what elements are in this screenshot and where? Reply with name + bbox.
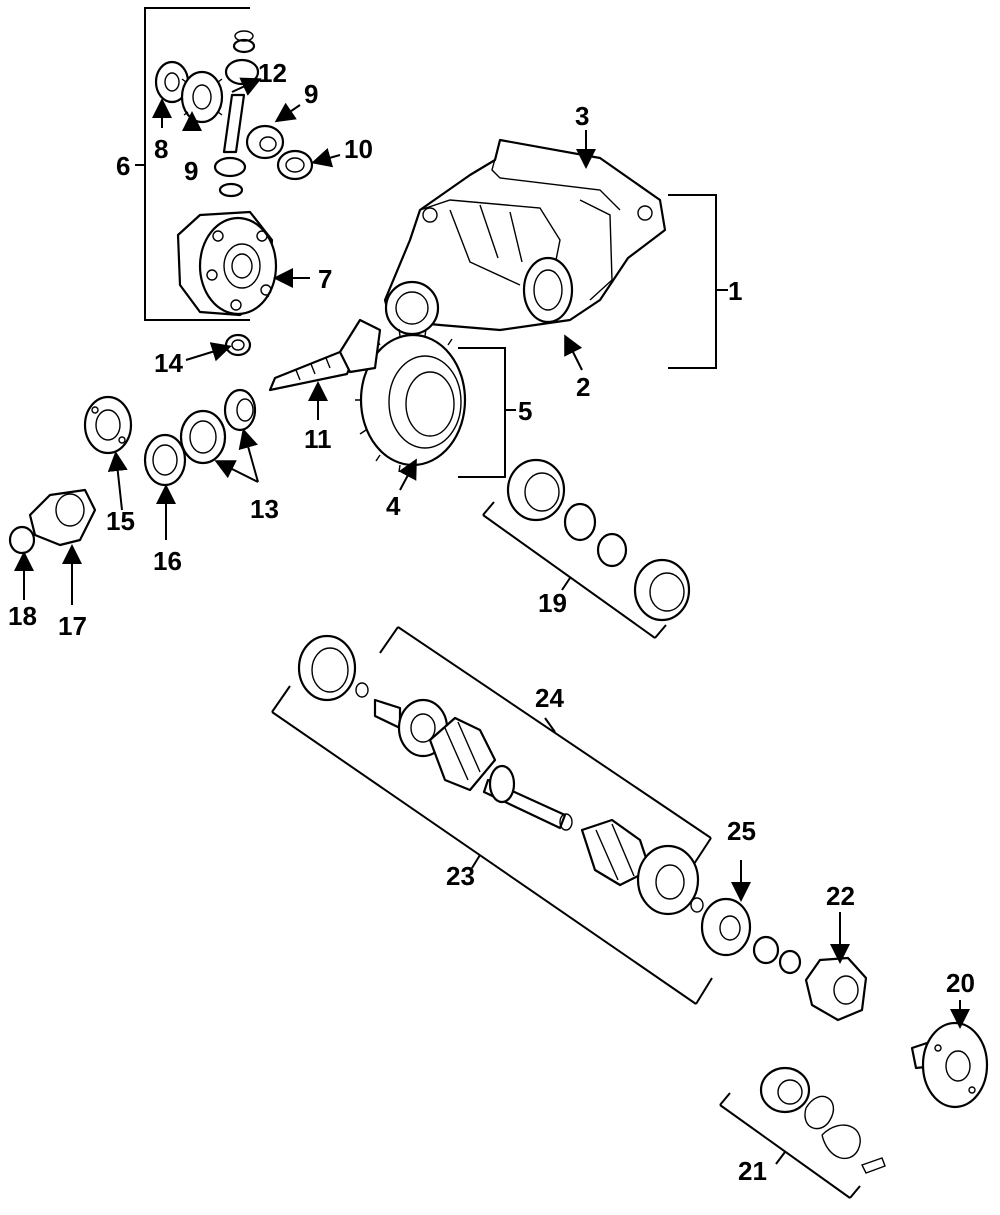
callout-3: 3 — [575, 101, 589, 131]
bracket-group-6 — [135, 7, 250, 321]
callout-12: 12 — [258, 58, 287, 88]
oil-seal-16 — [143, 433, 187, 487]
callout-23: 23 — [446, 861, 475, 891]
callout-9-side-gear-b: 9 — [304, 79, 318, 109]
callout-1: 1 — [728, 276, 742, 306]
callout-7: 7 — [318, 264, 332, 294]
callout-24: 24 — [535, 683, 564, 713]
bracket-group-21 — [719, 1092, 861, 1199]
hub-20 — [910, 1021, 989, 1109]
bearing-13-cone — [223, 388, 257, 432]
companion-flange-15 — [83, 395, 133, 455]
mount-bracket-17 — [28, 488, 97, 547]
differential-carrier-housing — [383, 138, 667, 336]
inner-boot — [428, 716, 497, 792]
bracket-group-24 — [379, 626, 712, 865]
callout-9-side-gear: 9 — [184, 156, 198, 186]
callout-18: 18 — [8, 601, 37, 631]
side-gear-9 — [180, 70, 224, 124]
wheel-bearing-21 — [759, 1066, 886, 1174]
ring-gear-4 — [355, 328, 467, 473]
callout-8: 8 — [154, 134, 168, 164]
pinion-gears-top — [224, 30, 260, 86]
callout-21: 21 — [738, 1156, 767, 1186]
bracket-group-23 — [271, 685, 713, 1005]
callout-19: 19 — [538, 588, 567, 618]
axle-shaft — [482, 764, 567, 830]
callout-4: 4 — [386, 491, 401, 521]
leader-lines — [13, 77, 970, 1029]
callout-13: 13 — [250, 494, 279, 524]
thrust-washer-10 — [276, 149, 314, 181]
nut-18 — [8, 525, 36, 555]
outer-cv-joint — [636, 844, 704, 916]
callout-labels: 1 2 3 4 5 6 7 8 9 9 10 11 12 13 14 15 16… — [8, 58, 975, 1186]
callout-10: 10 — [344, 134, 373, 164]
outer-boot — [559, 813, 652, 887]
callout-25: 25 — [727, 816, 756, 846]
pinion-shaft-12 — [222, 93, 246, 154]
side-bearing-19-rollers — [563, 502, 628, 568]
callout-16: 16 — [153, 546, 182, 576]
side-gear-9b — [245, 124, 285, 160]
callout-20: 20 — [946, 968, 975, 998]
bracket-group-19 — [482, 501, 667, 639]
side-bearing-19-outer — [506, 458, 566, 522]
differential-case-7 — [176, 210, 278, 317]
flange-25 — [700, 897, 752, 957]
pinion-gears-bottom — [213, 156, 247, 198]
callout-5: 5 — [518, 396, 532, 426]
callout-2: 2 — [576, 372, 590, 402]
callout-6: 6 — [116, 151, 130, 181]
drive-pinion-11 — [268, 318, 382, 392]
bracket-group-1 — [668, 194, 728, 369]
callout-22: 22 — [826, 881, 855, 911]
collapsible-spacer-14 — [224, 333, 252, 357]
callout-15: 15 — [106, 506, 135, 536]
tone-ring — [297, 634, 357, 702]
side-bearing-19-cup — [633, 558, 691, 622]
snap-ring-and-washer — [752, 935, 802, 975]
callout-17: 17 — [58, 611, 87, 641]
callout-11: 11 — [304, 424, 332, 454]
knuckle-22 — [804, 956, 868, 1022]
bearing-13-cup — [179, 409, 227, 465]
callout-14: 14 — [154, 348, 183, 378]
bracket-group-5 — [458, 347, 516, 478]
